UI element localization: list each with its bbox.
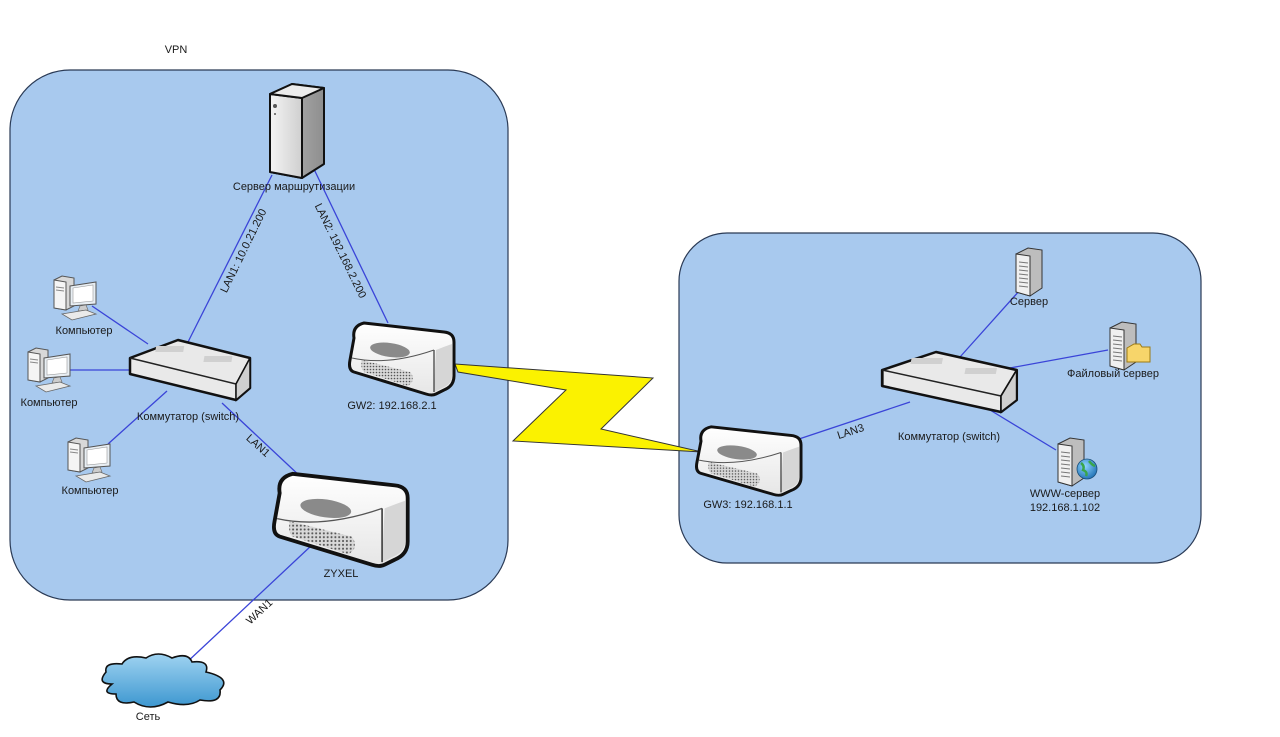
link-switch-server	[959, 289, 1021, 358]
switch-left-label: Коммутатор (switch)	[136, 411, 240, 423]
internet-label: Сеть	[135, 711, 161, 723]
routing-server-label: Сервер маршрутизации	[232, 181, 356, 193]
internet-cloud-icon[interactable]	[101, 653, 225, 708]
www-server-label: WWW-сервер	[1029, 488, 1101, 500]
server-icon[interactable]	[1015, 247, 1043, 297]
wan-tunnel-bolt	[454, 363, 703, 453]
server-label: Сервер	[1009, 296, 1049, 308]
link-switch-wwwserver	[989, 409, 1057, 451]
link-lan1-server	[187, 174, 273, 343]
link-lan2-server	[311, 164, 389, 324]
file-server-label: Файловый сервер	[1067, 368, 1159, 380]
link-switch-zyxel	[221, 402, 303, 479]
pc2-label: Компьютер	[20, 397, 78, 409]
gw2-label: GW2: 192.168.2.1	[347, 400, 437, 412]
vpn-zone-title: VPN	[164, 44, 188, 56]
pc1-label: Компьютер	[55, 325, 113, 337]
pc3-label: Компьютер	[61, 485, 119, 497]
vpn-zone	[9, 69, 509, 601]
routing-server-icon[interactable]	[269, 83, 325, 179]
switch-right-label: Коммутатор (switch)	[897, 431, 1001, 443]
link-pc1-switch	[91, 305, 149, 345]
link-wan1	[184, 544, 313, 665]
file-server-icon[interactable]	[1109, 321, 1151, 371]
link-switch-fileserver	[1009, 349, 1109, 369]
zyxel-label: ZYXEL	[323, 568, 359, 580]
gw3-label: GW3: 192.168.1.1	[703, 499, 793, 511]
link-pc3-switch	[107, 390, 168, 445]
link-lan3	[795, 401, 911, 441]
www-server-ip: 192.168.1.102	[1029, 502, 1101, 514]
web-server-icon[interactable]	[1057, 437, 1098, 487]
